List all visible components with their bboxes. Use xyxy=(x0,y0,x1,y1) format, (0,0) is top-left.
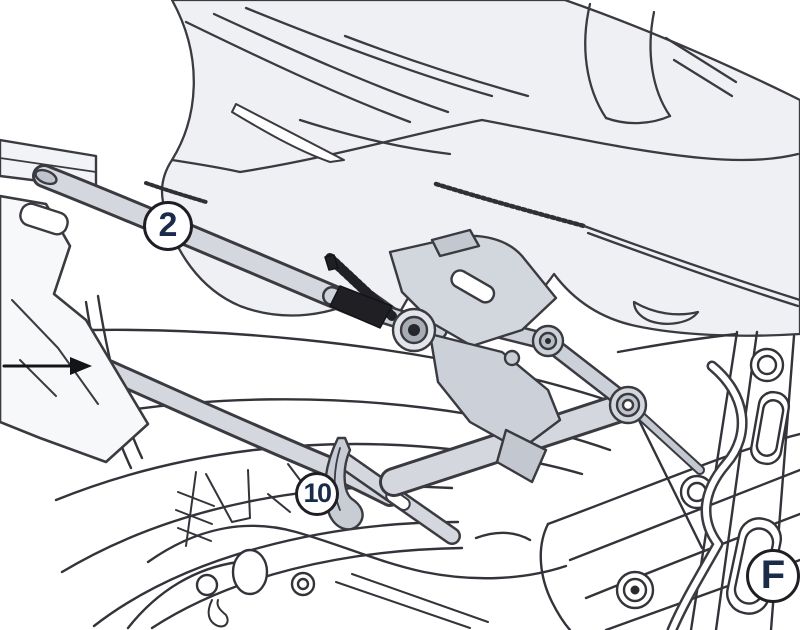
callout-F: F xyxy=(746,549,800,603)
callout-2: 2 xyxy=(143,201,193,251)
swingarm-exhaust xyxy=(126,432,800,630)
callout-10: 10 xyxy=(295,472,339,516)
callout-2-label: 2 xyxy=(158,205,178,244)
rack-side-plate xyxy=(0,194,150,464)
callout-10-label: 10 xyxy=(303,477,332,508)
mounting-bracket xyxy=(322,228,705,497)
brake-hose xyxy=(666,360,748,630)
arrow-right-icon xyxy=(2,357,92,375)
pannier-rack xyxy=(0,138,461,545)
callout-F-label: F xyxy=(760,552,786,597)
tail-bodywork xyxy=(144,0,800,337)
